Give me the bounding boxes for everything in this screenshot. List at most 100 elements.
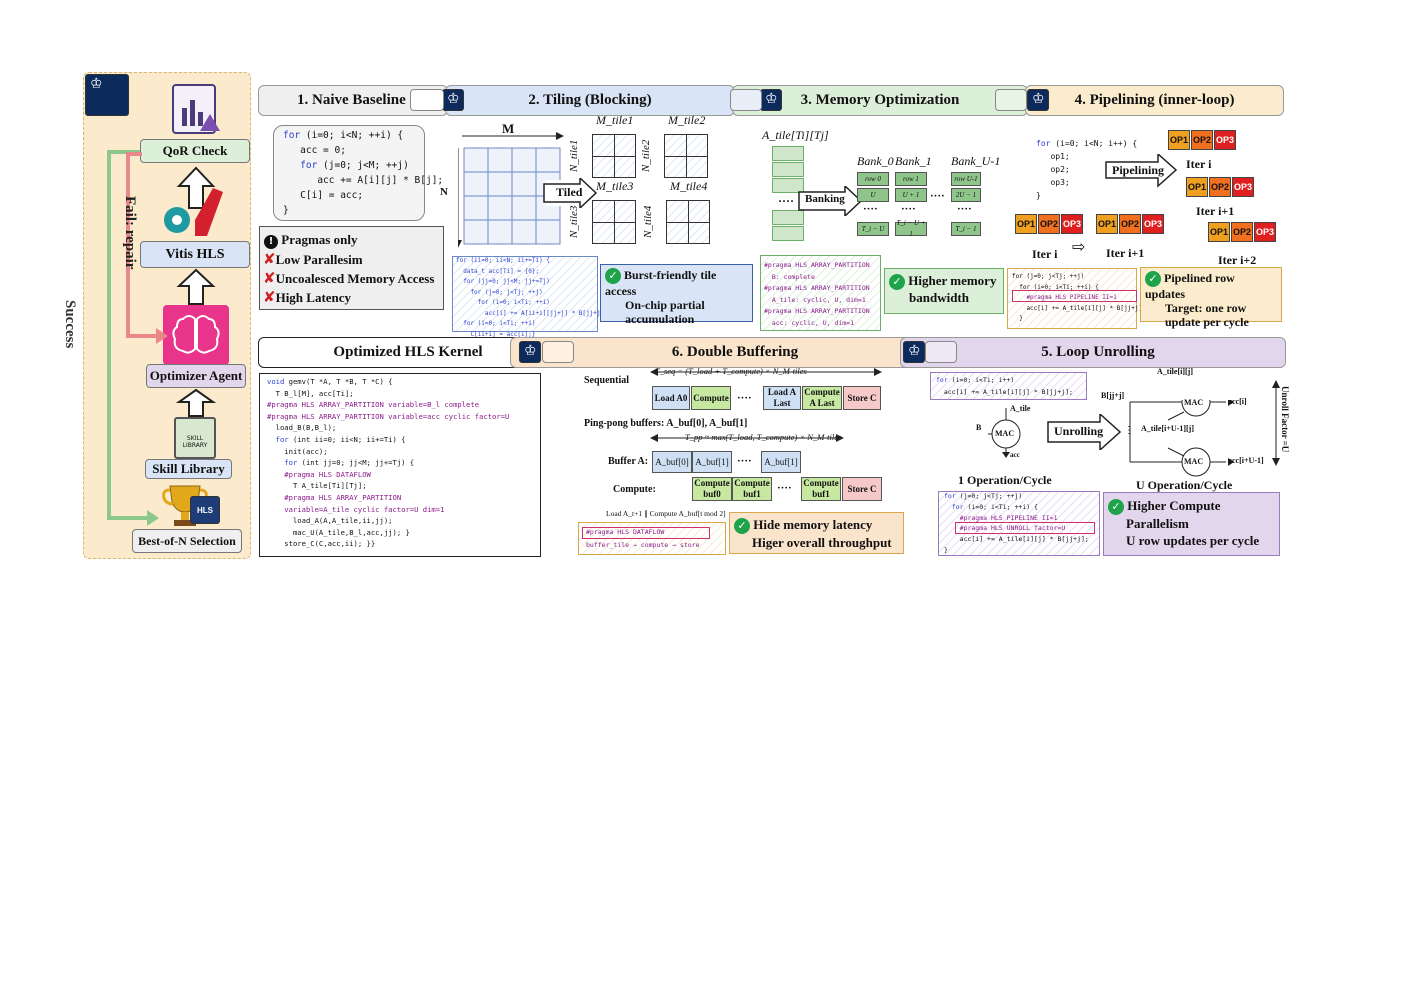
code-line: }: [283, 203, 443, 218]
bank-cell: row U-1: [951, 172, 981, 186]
naive-code-box: [273, 125, 425, 221]
load-compute-note: Load A_t+1 ∥ Compute A_buf[t mod 2]: [606, 509, 726, 518]
code-line: load_A(A,A_tile,ii,jj);: [267, 515, 509, 527]
naive-issue-label: Uncoalesced Memory Access: [275, 271, 435, 286]
stage-4-header: 4. Pipelining (inner-loop): [1025, 85, 1284, 116]
tile-block: [664, 134, 708, 178]
t-pp-formula: T_pp ≈ max(T_load, T_compute) × N_M-tile…: [685, 432, 842, 442]
matrix-cell: [511, 195, 537, 221]
compute-label: Compute:: [613, 484, 656, 495]
naive-code: for (i=0; i<N; ++i) { acc = 0; for (j=0;…: [283, 128, 443, 218]
memory-code-line: #pragma HLS ARRAY_PARTITION: [764, 261, 870, 269]
x-icon: ✘: [263, 288, 276, 306]
one-op-label: 1 Operation/Cycle: [958, 473, 1052, 487]
matrix-cell: [463, 195, 489, 221]
stage-3-header: 3. Memory Optimization: [732, 85, 1028, 116]
tile-block: [592, 134, 636, 178]
exclamation-icon: !: [264, 235, 278, 249]
bank-cell: 2U − 1: [951, 188, 981, 202]
bank-cell: T_i − 1: [951, 222, 981, 236]
mac-diagram: [988, 400, 1234, 477]
code-line: void gemv(T *A, T *B, T *C) {: [267, 376, 509, 388]
ellipsis: ····: [737, 392, 752, 404]
matrix-cell: [511, 171, 537, 197]
tiling-code-line: for (ii=0; ii<N; ii+=Ti) {: [456, 257, 550, 264]
tile-divider: [665, 156, 707, 157]
a-tile-label: A_tile[Ti][Tj]: [762, 128, 829, 142]
sequential-cell: Compute A Last: [802, 386, 842, 410]
op-block: OP3: [1142, 214, 1164, 234]
stage-connector: [410, 89, 444, 111]
best-of-n-box: Best-of-N Selection: [132, 529, 242, 553]
code-line: C[i] = acc;: [283, 188, 443, 203]
tiling-benefit-note: ✓ Burst-friendly tile access On-chip par…: [600, 264, 753, 326]
pipeline-note-line-1: Pipelined row updates: [1145, 271, 1235, 302]
code-keyword: for: [283, 160, 318, 171]
b-jj-label: B[jj+j]: [1101, 391, 1125, 400]
code-text: load_B(B,B_l);: [267, 423, 337, 433]
code-text: (i=0; i<Ti; ++i) {: [963, 502, 1038, 511]
mac-unit-label: MAC: [1184, 457, 1204, 466]
unroll-note-line-3: U row updates per cycle: [1126, 533, 1260, 549]
code-pragma: #pragma HLS ARRAY_PARTITION: [267, 492, 402, 502]
bank-cell: T_i − U: [857, 222, 889, 236]
sequential-label: Sequential: [584, 375, 630, 386]
bank-cell: U: [857, 188, 889, 202]
fail-repair-label: Fail: repair: [122, 196, 138, 270]
pipelining-arrow: Pipelining: [1104, 154, 1178, 188]
code-line: mac_U(A_tile,B_l,acc,jj); }: [267, 527, 509, 539]
code-line: #pragma HLS ARRAY_PARTITION variable=B_l…: [267, 399, 509, 411]
code-text: acc = 0;: [283, 145, 346, 156]
skill-library-book-icon: SKILL LIBRARY: [174, 417, 216, 459]
optimizer-agent-label: Optimizer Agent: [149, 368, 243, 383]
sequential-cell: Load A0: [652, 386, 690, 410]
memory-code-line: B: complete: [764, 272, 815, 281]
banking-label: Banking: [805, 193, 845, 205]
acc-i-label: acc[i]: [1228, 397, 1247, 406]
compute-cell: Compute buf1: [732, 477, 772, 501]
m-tile-label: M_tile1: [596, 113, 634, 127]
buffer-cell: A_buf[0]: [652, 451, 692, 473]
code-text: (j=0; j<Tj; ++j): [955, 492, 1023, 500]
n-tile-label: N_tile3: [568, 205, 580, 238]
check-icon: ✓: [605, 268, 621, 285]
banking-arrow: Banking: [797, 186, 863, 216]
check-icon: ✓: [889, 274, 905, 291]
code-line: init(acc);: [267, 446, 509, 458]
code-line: T B_l[M], acc[Ti];: [267, 388, 509, 400]
pipeline-code-line: for (j=0; j<Tj; ++j): [1012, 273, 1085, 280]
bank-cell: U + 1: [895, 188, 927, 202]
code-keyword: for: [951, 502, 964, 511]
code-text: (j=0; j<M; ++j): [317, 160, 409, 171]
bank-label: Bank_U-1: [951, 154, 1001, 168]
code-pragma: variable=A_tile cyclic factor=U dim=1: [267, 504, 445, 514]
m-tile-label: M_tile4: [670, 179, 708, 193]
pipeline-note-line-2: Target: one row: [1165, 301, 1247, 316]
memory-benefit-note: ✓ Higher memory bandwidth: [884, 268, 1004, 314]
a-tile-row: [772, 162, 804, 177]
n-label: N: [440, 186, 448, 198]
skill-library-icon-text: SKILL LIBRARY: [182, 435, 208, 449]
ellipsis: ····: [957, 203, 972, 215]
code-text: store_C(C,acc,ii); }}: [267, 539, 376, 549]
matrix-cell: [535, 147, 561, 173]
code-text: T B_l[M], acc[Ti];: [267, 388, 354, 398]
code-line: acc += A[i][j] * B[j];: [283, 173, 443, 188]
unroll-factor-label: Unroll Factor =U: [1280, 386, 1290, 453]
vitis-hls-label: Vitis HLS: [165, 247, 225, 262]
qor-check-box: QoR Check: [140, 139, 250, 163]
buffer-cell: A_buf[1]: [761, 451, 801, 473]
vertical-ellipsis: ⋮: [1124, 425, 1134, 436]
optimizer-agent-box: Optimizer Agent: [146, 364, 246, 388]
unroll-code-line: for (j=0; j<Tj; ++j): [944, 491, 1089, 502]
unroll-factor-arrow: [1272, 380, 1280, 466]
code-pragma: #pragma HLS ARRAY_PARTITION variable=acc…: [267, 411, 510, 421]
bank-label: Bank_0: [857, 154, 894, 168]
iter-label: Iter i: [1032, 247, 1058, 261]
stage-connector: [730, 89, 762, 111]
success-label: Success: [62, 300, 78, 349]
naive-issue-item: ✘Low Parallesim: [263, 250, 363, 268]
dataflow-pragma-highlight: [582, 527, 710, 539]
iter-label: Iter i+1: [1196, 204, 1235, 218]
ellipsis: ····: [863, 203, 878, 215]
